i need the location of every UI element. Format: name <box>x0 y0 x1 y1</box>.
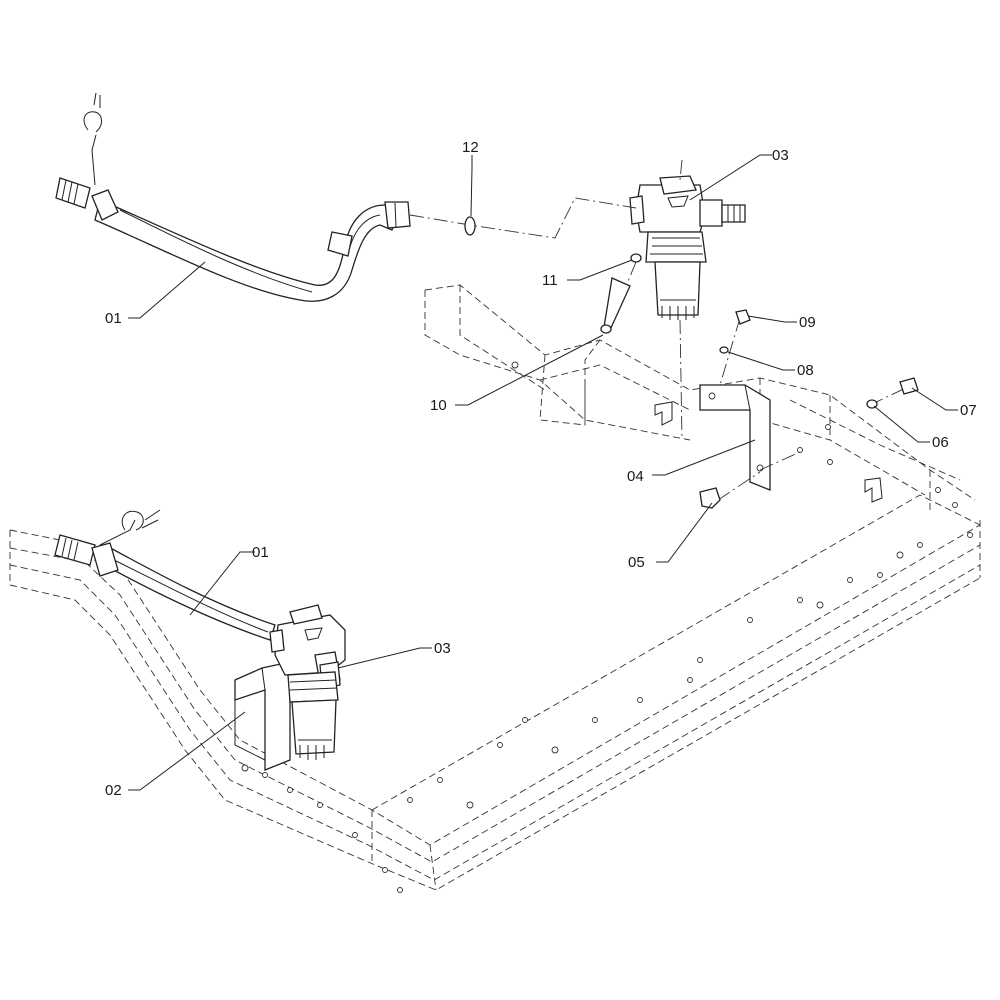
callout-02: 02 <box>105 782 122 799</box>
callout-03-bottom: 03 <box>434 640 451 657</box>
frame-holes <box>241 361 973 893</box>
chassis-frame <box>9 284 981 891</box>
bracket-left <box>234 661 291 771</box>
callout-01-top: 01 <box>105 310 122 327</box>
screw-10 <box>603 277 631 331</box>
bracket-right <box>699 317 913 501</box>
nut-09 <box>735 309 751 325</box>
callout-03-top: 03 <box>772 147 789 164</box>
callout-08: 08 <box>797 362 814 379</box>
filter-assembly-bottom <box>269 604 346 760</box>
washer-08 <box>719 346 729 354</box>
fasteners-right <box>699 309 919 509</box>
callout-07: 07 <box>960 402 977 419</box>
filter-assembly-top <box>629 159 746 441</box>
callout-05: 05 <box>628 554 645 571</box>
bolt-05 <box>699 487 721 509</box>
leader-lines <box>128 154 958 791</box>
callout-01-bottom: 01 <box>252 544 269 561</box>
callout-labels: 01 01 02 03 03 04 05 06 07 08 09 10 11 1… <box>105 139 977 799</box>
nut-07 <box>899 377 919 395</box>
washer-11 <box>630 253 642 263</box>
callout-10: 10 <box>430 397 447 414</box>
hose-assembly-bottom <box>54 509 276 641</box>
callout-11: 11 <box>542 272 558 289</box>
callout-09: 09 <box>799 314 816 331</box>
oring-connection <box>409 197 637 239</box>
fasteners-top <box>600 253 642 334</box>
hose-assembly-top <box>55 92 411 302</box>
callout-04: 04 <box>627 468 644 485</box>
callout-12: 12 <box>462 139 479 156</box>
callout-06: 06 <box>932 434 949 451</box>
frame-clips <box>654 401 883 503</box>
oring-12 <box>464 216 476 236</box>
